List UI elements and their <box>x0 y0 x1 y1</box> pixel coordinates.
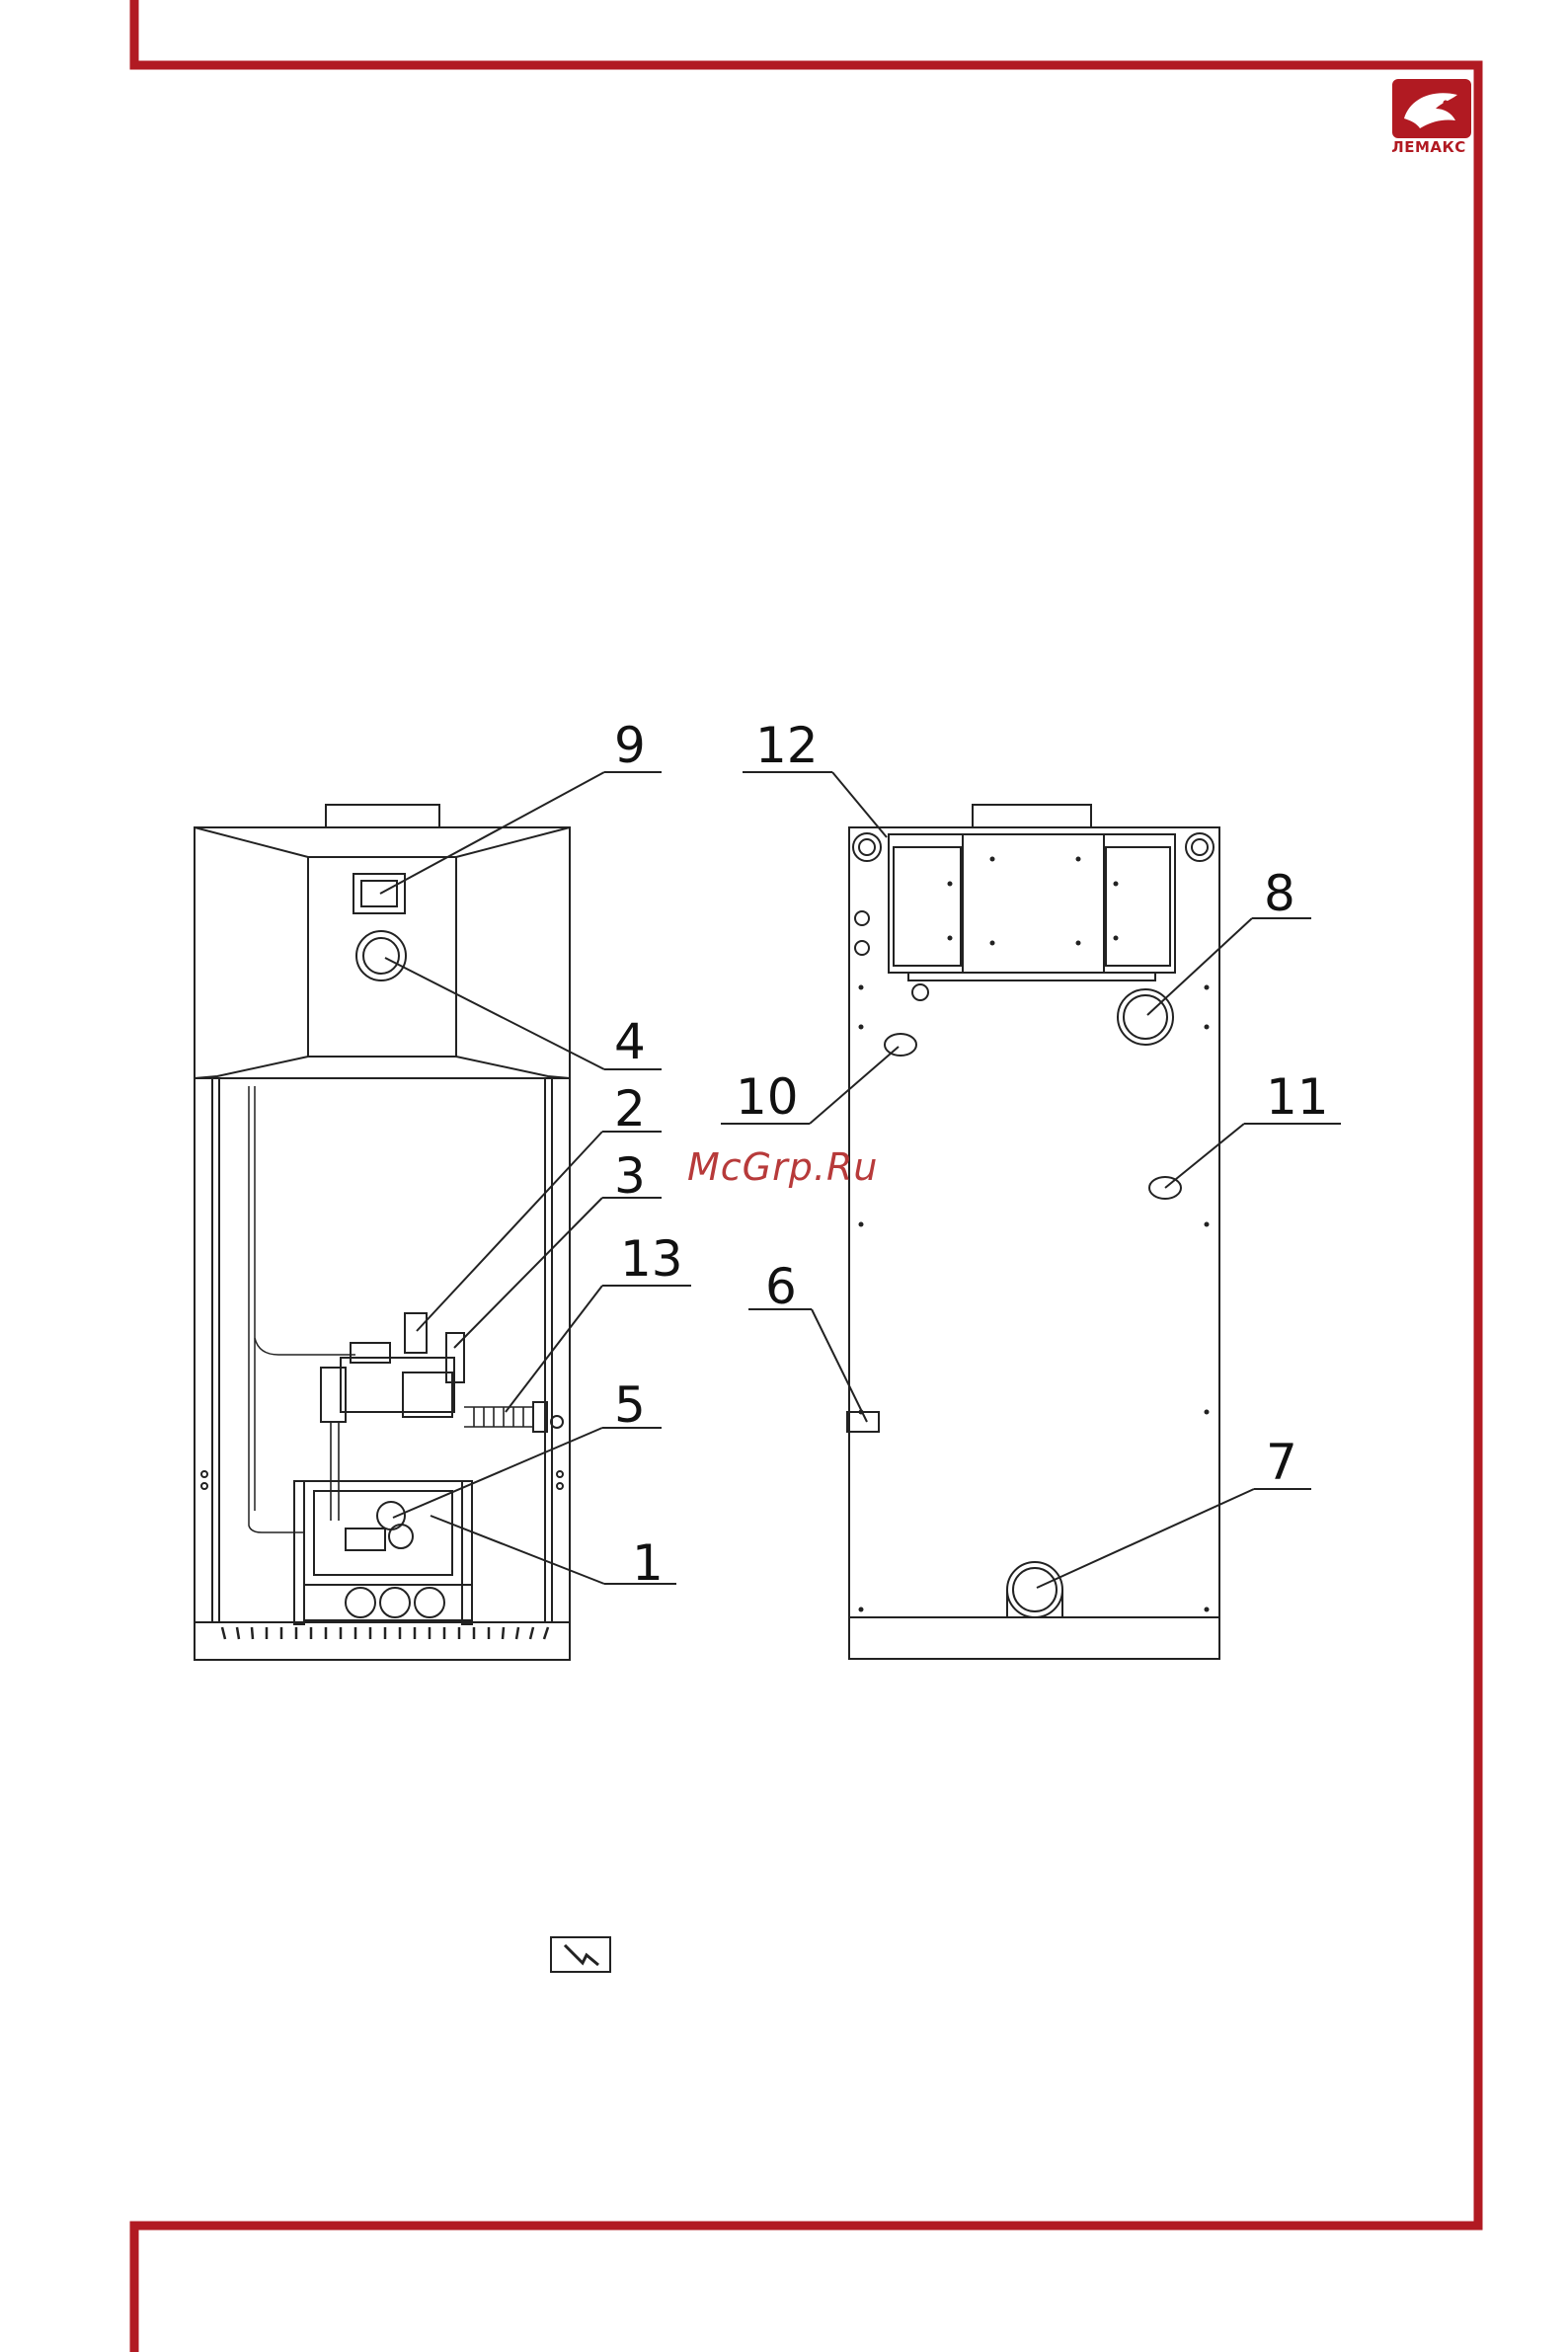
callout-label-2: 2 <box>614 1084 646 1134</box>
callout-label-12: 12 <box>755 721 819 770</box>
callout-label-13: 13 <box>620 1234 683 1284</box>
callout-label-10: 10 <box>736 1072 799 1122</box>
callout-label-11: 11 <box>1266 1072 1329 1122</box>
callout-label-6: 6 <box>765 1262 797 1311</box>
callout-label-5: 5 <box>614 1380 646 1430</box>
callout-label-8: 8 <box>1264 869 1295 918</box>
lightning-bolt-icon <box>551 1937 610 1972</box>
watermark-text: McGrp.Ru <box>687 1145 878 1189</box>
callout-label-3: 3 <box>614 1151 646 1201</box>
boiler-front-view <box>195 805 570 1660</box>
callout-label-7: 7 <box>1266 1438 1297 1487</box>
callout-label-1: 1 <box>632 1538 664 1588</box>
callout-label-9: 9 <box>614 721 646 770</box>
callout-label-4: 4 <box>614 1017 646 1066</box>
